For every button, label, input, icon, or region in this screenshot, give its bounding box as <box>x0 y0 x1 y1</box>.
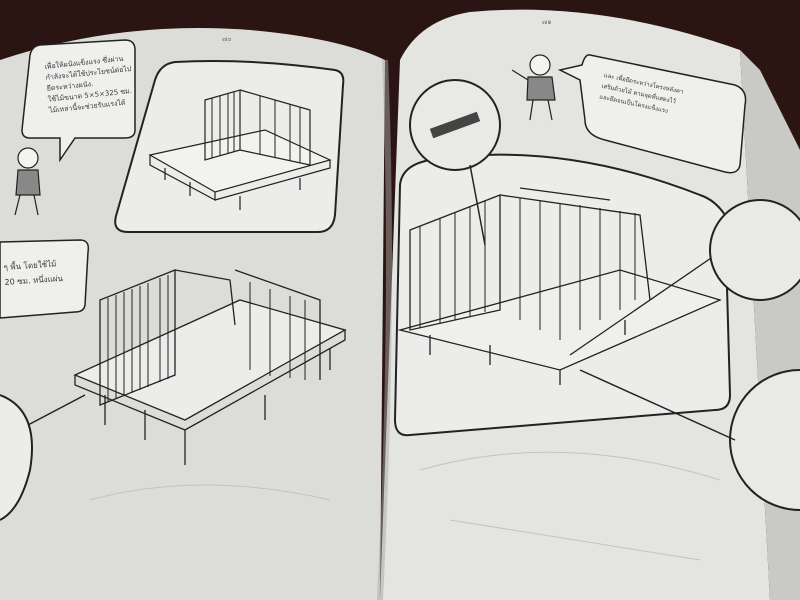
faint-bleedthrough <box>89 451 721 561</box>
page-number-left: ๗๐ <box>222 35 232 43</box>
speech-bubble-right <box>557 54 747 174</box>
speech-bubble-bottom-left <box>0 239 90 319</box>
arrow-left <box>27 394 86 426</box>
wall-studs-right <box>419 198 636 340</box>
speech-bubble-top-left <box>21 39 136 163</box>
detail-circle-bottom-right <box>729 369 800 511</box>
detail-circle-left <box>0 394 33 521</box>
cartoon-figure-left <box>14 147 41 216</box>
book-gutter <box>377 59 392 600</box>
bubble-bottom-left-text: ๆ พื้น โดยใช้ไม้ 20 ซม. หนึ่งแผ่น <box>3 256 63 290</box>
wall-studs-left <box>107 275 306 402</box>
bubble-top-left-text: เพื่อให้ผนังแข็งแรง ซึ่งผ่าน กำลังจะได้ใ… <box>44 53 135 117</box>
detail-circle-right <box>709 199 800 301</box>
wall-frame-drawing-left <box>73 269 347 465</box>
cartoon-figure-right <box>511 54 556 121</box>
page-number-right: ๗๑ <box>542 18 552 26</box>
wall-studs-top <box>211 92 301 163</box>
floor-platform-drawing <box>148 89 332 210</box>
